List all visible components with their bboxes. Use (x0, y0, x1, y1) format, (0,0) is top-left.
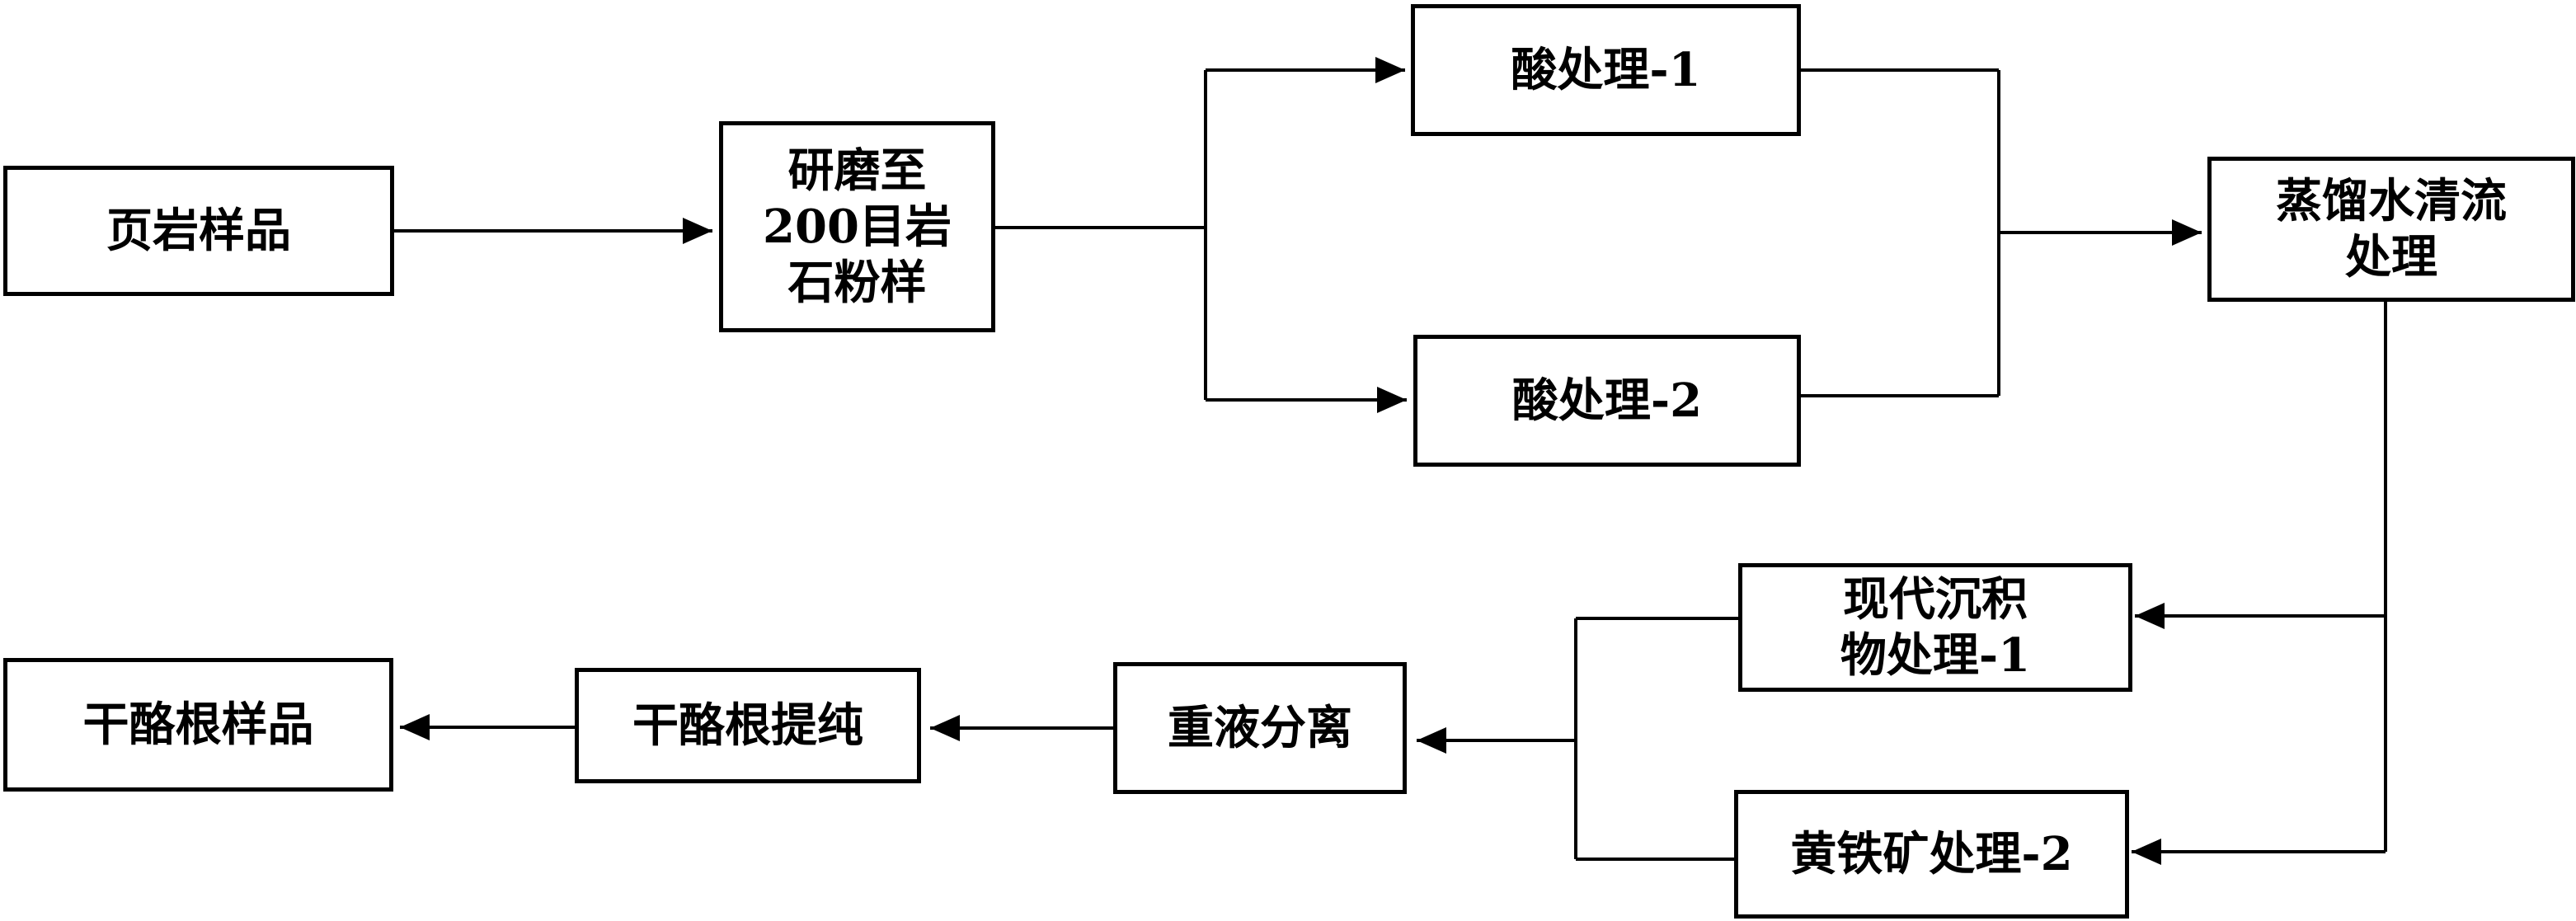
node-distilled-water-label: 蒸馏水清流 处理 (2276, 174, 2507, 284)
node-kerogen-purify-label: 干酪根提纯 (632, 698, 863, 753)
node-heavy-liquid: 重液分离 (1113, 662, 1407, 794)
node-kerogen-sample-label: 干酪根样品 (82, 698, 314, 752)
node-grinding-label: 研磨至 200目岩 石粉样 (763, 143, 952, 310)
node-kerogen-purify: 干酪根提纯 (575, 668, 921, 783)
node-acid-treatment-1: 酸处理-1 (1411, 4, 1801, 136)
node-heavy-liquid-label: 重液分离 (1168, 701, 1352, 755)
node-pyrite-label: 黄铁矿处理-2 (1790, 827, 2073, 881)
node-modern-sediment-label: 现代沉积 物处理-1 (1840, 572, 2031, 683)
node-kerogen-sample: 干酪根样品 (3, 658, 393, 792)
node-acid-treatment-2-label: 酸处理-2 (1511, 374, 1703, 428)
node-acid-treatment-1-label: 酸处理-1 (1511, 43, 1701, 97)
node-grinding: 研磨至 200目岩 石粉样 (719, 121, 995, 332)
node-pyrite: 黄铁矿处理-2 (1734, 790, 2129, 919)
node-modern-sediment: 现代沉积 物处理-1 (1738, 563, 2132, 692)
node-shale-sample: 页岩样品 (3, 166, 394, 296)
node-shale-sample-label: 页岩样品 (106, 204, 291, 258)
node-distilled-water: 蒸馏水清流 处理 (2207, 157, 2575, 302)
node-acid-treatment-2: 酸处理-2 (1413, 335, 1801, 467)
